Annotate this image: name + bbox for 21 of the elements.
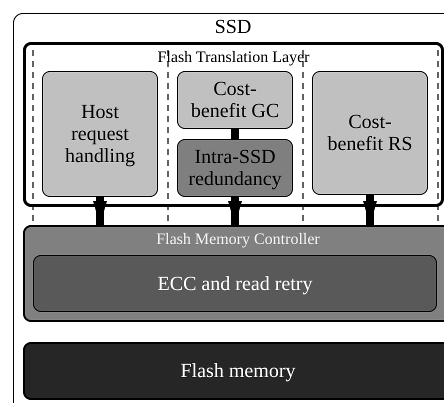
box-title: Flash Translation Layer	[158, 49, 310, 67]
module-box	[177, 139, 293, 197]
module-box	[177, 71, 293, 129]
arrow	[93, 197, 107, 225]
box-label: Host request handling	[64, 101, 136, 167]
controller-box	[23, 225, 444, 322]
box-title: SSD	[214, 16, 252, 38]
arrow	[363, 195, 377, 225]
module-box	[312, 71, 428, 195]
arrow	[228, 197, 242, 225]
layer-group	[23, 42, 444, 207]
module-box	[33, 255, 437, 312]
box-label: ECC and read retry	[158, 272, 312, 294]
box-title: Flash Memory Controller	[156, 231, 320, 249]
box-label: Intra-SSD redundancy	[187, 146, 283, 190]
box-label: Cost-benefit GC	[190, 78, 280, 122]
box-label: Cost-benefit RS	[326, 111, 414, 155]
module-box	[42, 71, 158, 197]
device-frame	[13, 13, 444, 403]
box-label: Flash memory	[180, 360, 296, 382]
memory-box	[23, 342, 444, 400]
